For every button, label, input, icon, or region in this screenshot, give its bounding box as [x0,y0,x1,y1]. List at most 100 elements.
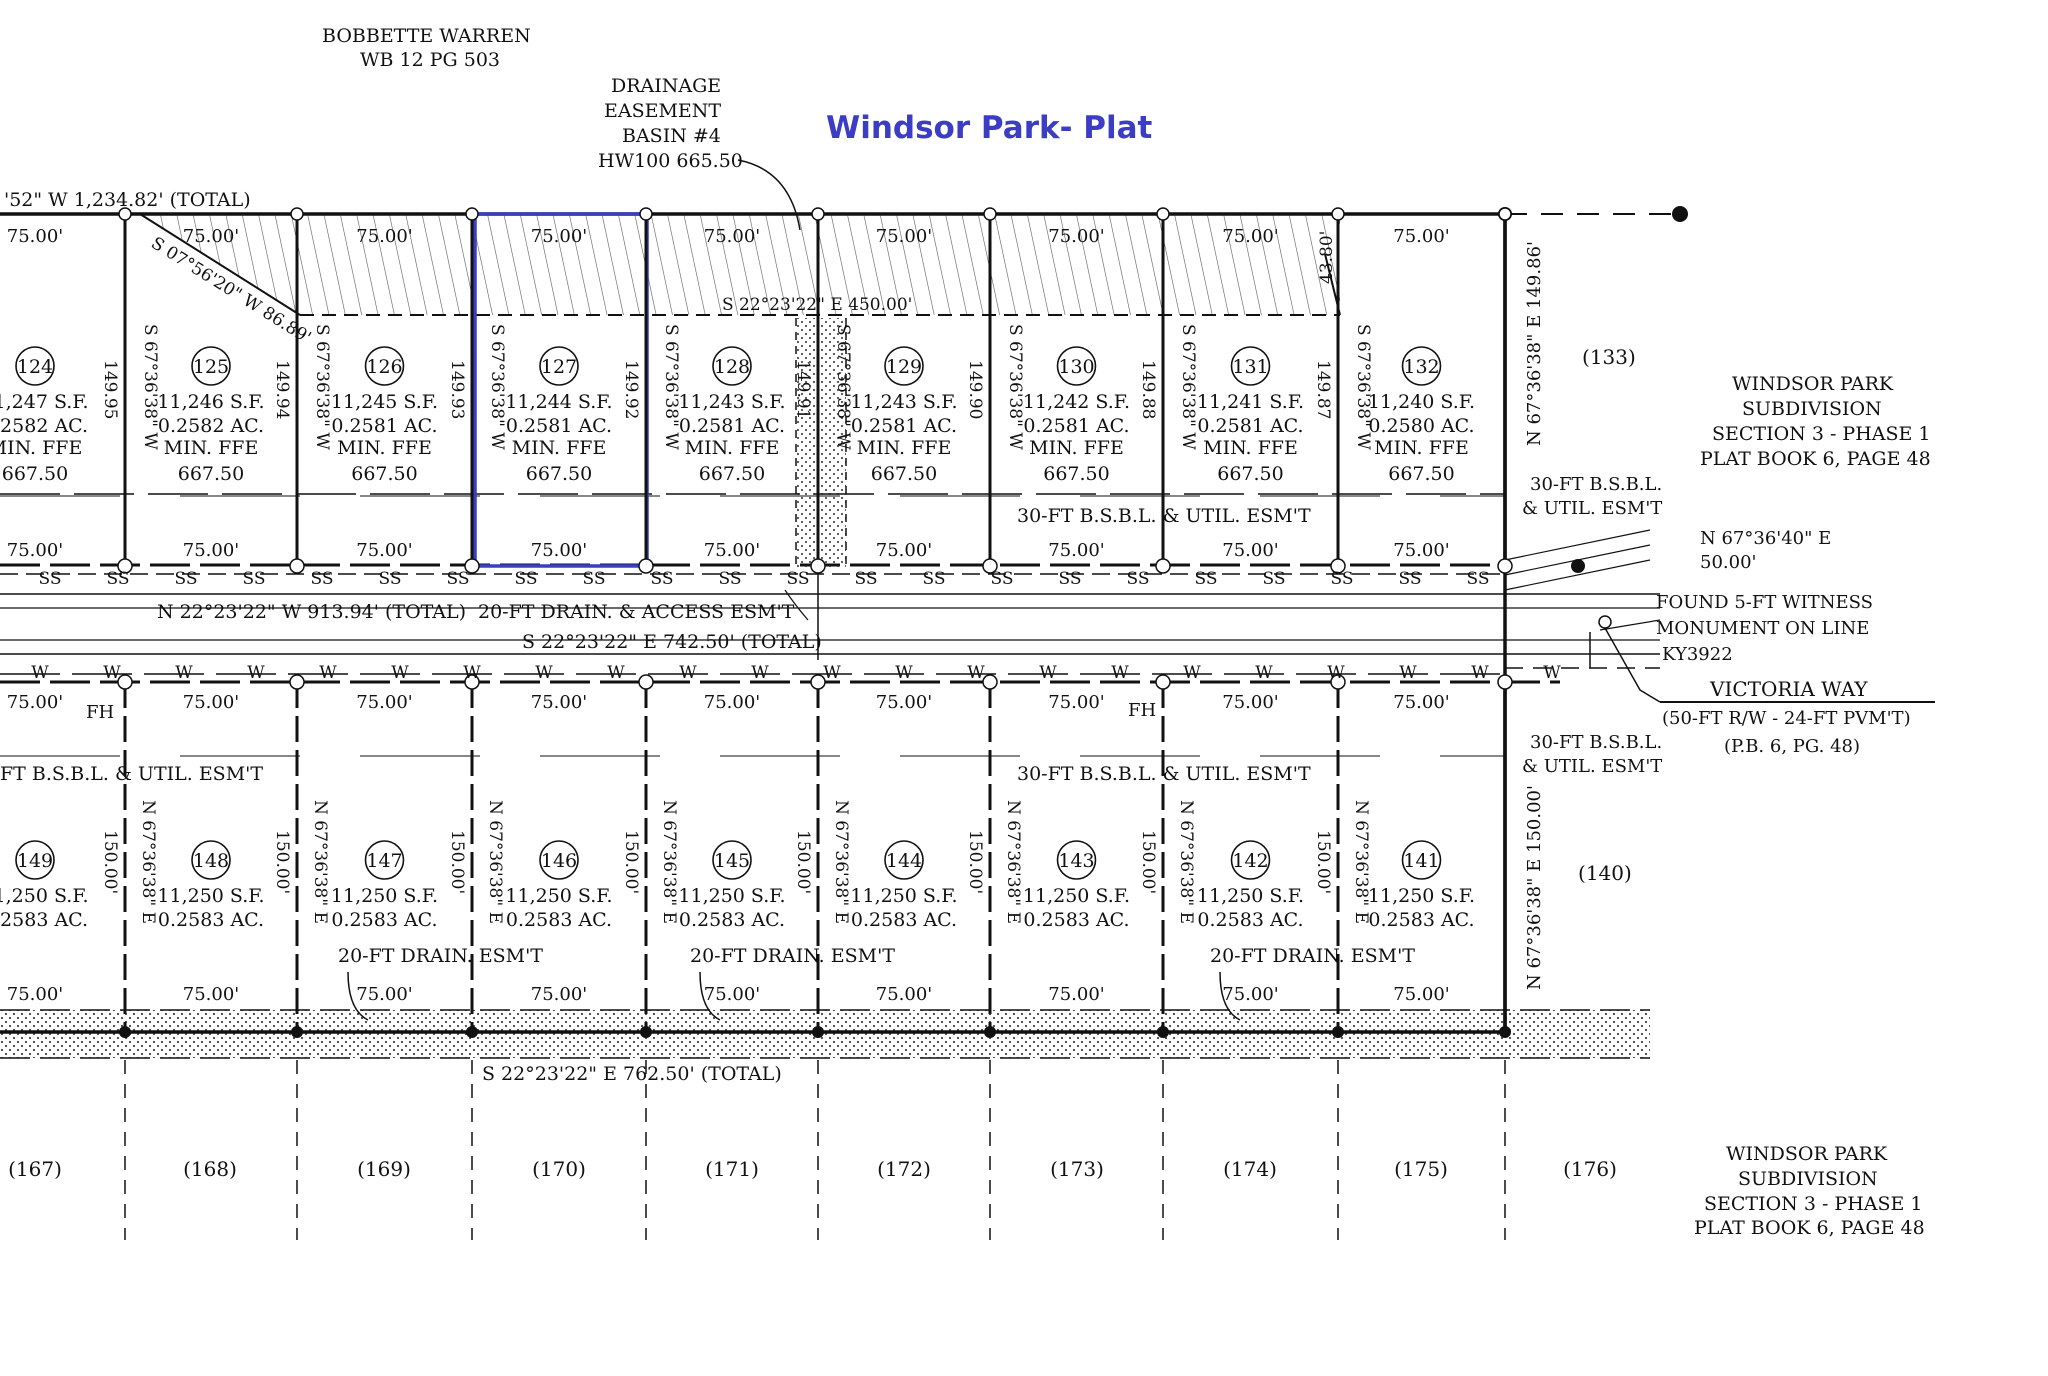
lower-side-bearing-1: N 67°36'38" E [138,800,158,924]
lot-142-sf: 11,250 S.F. [1197,885,1304,907]
lot-124-number: 124 [17,356,53,378]
w-mark-4: W [319,663,337,683]
lot-167[interactable]: (167) [8,1157,62,1181]
lot-128-ac: 0.2581 AC. [679,415,785,437]
lot-131-rear-dim: 75.00' [1222,226,1278,247]
lower-side-dim-6: 150.00' [965,830,985,894]
lot-146-number: 146 [541,850,577,872]
lot-147-number: 147 [366,850,402,872]
lot-128-front-dim: 75.00' [704,540,760,561]
lower-side-bearing-6: N 67°36'38" E [1003,800,1023,924]
lot-128-rear-dim: 75.00' [704,226,760,247]
lot-130-ac: 0.2581 AC. [1023,415,1129,437]
lot-127-number: 127 [541,356,577,378]
lot-171[interactable]: (171) [705,1157,759,1181]
ss-mark-7: SS [515,569,538,589]
road-bearing-west: N 22°23'22" W 913.94' (TOTAL) [157,601,466,623]
upper-side-dim-6: 149.90 [965,360,985,419]
ss-mark-0: SS [39,569,62,589]
lot-129-ffe-label: MIN. FFE [857,437,952,459]
east-bearing-lower: N 67°36'38" E 150.00' [1524,785,1545,990]
ss-mark-4: SS [311,569,334,589]
lot-127-sf: 11,244 S.F. [505,391,612,413]
lot-149[interactable]: 14911,250 S.F.0.2583 AC.75.00'75.00' [0,692,89,1005]
inner-bearing: S 22°23'22" E 450.00' [722,295,912,315]
lot-124-circle [15,346,55,386]
lot-133[interactable]: (133) [1582,345,1636,369]
bsbl-upper-right-2: & UTIL. ESM'T [1522,498,1662,519]
lot-147-rear-dim: 75.00' [356,984,412,1005]
lot-175[interactable]: (175) [1394,1157,1448,1181]
lot-141-circle [1401,840,1442,880]
lot-124-ac: 0.2582 AC. [0,415,88,437]
fh-left: FH [86,702,114,723]
w-mark-14: W [1039,663,1057,683]
w-mark-8: W [607,663,625,683]
w-mark-7: W [535,663,553,683]
lot-169-number: (169) [357,1157,411,1181]
lot-127-ffe-label: MIN. FFE [512,437,607,459]
lot-174[interactable]: (174) [1223,1157,1277,1181]
lot-172[interactable]: (172) [877,1157,931,1181]
ss-mark-14: SS [991,569,1014,589]
lot-169[interactable]: (169) [357,1157,411,1181]
ss-mark-12: SS [855,569,878,589]
drain-access-label: 20-FT DRAIN. & ACCESS ESM'T [478,601,795,623]
lot-145-sf: 11,250 S.F. [678,885,785,907]
ss-mark-11: SS [787,569,810,589]
lot-149-sf: 11,250 S.F. [0,885,89,907]
lot-140[interactable]: (140) [1578,861,1632,885]
lot-170-number: (170) [532,1157,586,1181]
found-monument-2: MONUMENT ON LINE [1656,618,1869,639]
drain-esmt-label-3: 20-FT DRAIN. ESM'T [1210,945,1415,967]
lot-127-ffe: 667.50 [526,463,592,485]
found-monument-1: FOUND 5-FT WITNESS [1656,592,1873,613]
lot-146-ac: 0.2583 AC. [506,909,612,931]
lot-174-number: (174) [1223,1157,1277,1181]
lot-172-number: (172) [877,1157,931,1181]
lot-131-ffe-label: MIN. FFE [1203,437,1298,459]
lot-173[interactable]: (173) [1050,1157,1104,1181]
lot-127-rear-dim: 75.00' [531,226,587,247]
w-mark-21: W [1543,663,1561,683]
upper-side-bearing-2: S 67°36'38" W [312,324,332,450]
lot-129-rear-dim: 75.00' [876,226,932,247]
lot-168[interactable]: (168) [183,1157,237,1181]
lot-144-circle [884,840,924,880]
lot-130-rear-dim: 75.00' [1048,226,1104,247]
lot-171-number: (171) [705,1157,759,1181]
lot-132-ac: 0.2580 AC. [1368,415,1474,437]
lot-125-front-dim: 75.00' [183,540,239,561]
lot-145-circle [712,840,752,880]
upper-side-bearing-5: S 67°36'38" W [833,324,853,450]
upper-lots-group: 12411,247 S.F.0.2582 AC.MIN. FFE667.5075… [0,207,1513,574]
ss-mark-20: SS [1399,569,1422,589]
lot-176[interactable]: (176) [1563,1157,1617,1181]
lot-170[interactable]: (170) [532,1157,586,1181]
lot-131-front-dim: 75.00' [1222,540,1278,561]
lot-141-ac: 0.2583 AC. [1368,909,1474,931]
upper-side-bearing-6: S 67°36'38" W [1005,324,1025,450]
road-bearing-east: S 22°23'22" E 742.50' (TOTAL) [522,631,822,653]
lot-125-ffe-label: MIN. FFE [164,437,259,459]
lot-124[interactable]: 12411,247 S.F.0.2582 AC.MIN. FFE667.5075… [0,226,89,561]
w-mark-10: W [751,663,769,683]
lot-146-front-dim: 75.00' [531,692,587,713]
upper-side-bearing-7: S 67°36'38" W [1178,324,1198,450]
